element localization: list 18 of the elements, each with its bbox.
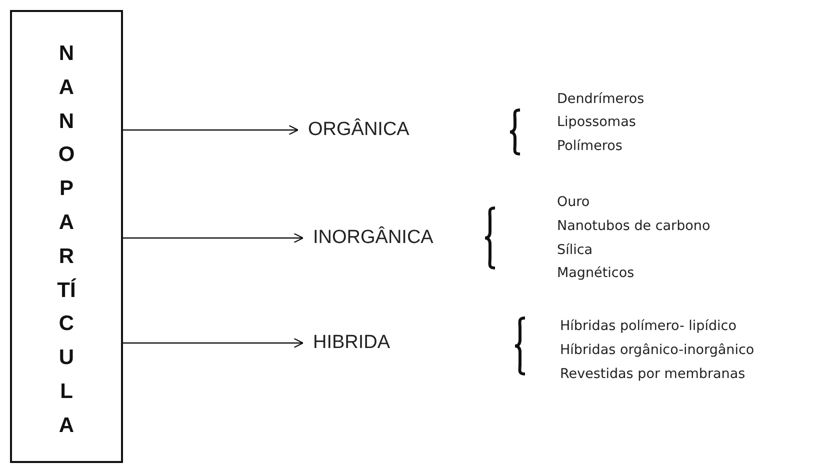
arrow bbox=[123, 232, 304, 244]
list-item: Ouro bbox=[557, 194, 590, 210]
arrow bbox=[123, 124, 299, 136]
list-item: Híbridas polímero- lipídico bbox=[560, 318, 736, 334]
list-item: Revestidas por membranas bbox=[560, 366, 746, 382]
list-item: Sílica bbox=[557, 242, 593, 258]
category-label: INORGÂNICA bbox=[313, 227, 434, 249]
list-item: Polímeros bbox=[557, 138, 622, 154]
list-item: Dendrímeros bbox=[557, 91, 644, 107]
title-box bbox=[10, 10, 123, 463]
list-item: Lipossomas bbox=[557, 114, 636, 130]
arrow bbox=[123, 338, 304, 348]
list-item: Híbridas orgânico-inorgânico bbox=[560, 342, 754, 358]
list-item: Nanotubos de carbono bbox=[557, 218, 710, 234]
category-label: HIBRIDA bbox=[313, 332, 390, 354]
list-item: Magnéticos bbox=[557, 265, 634, 281]
vertical-title: NANOPARTÍCULA bbox=[56, 41, 77, 439]
category-label: ORGÂNICA bbox=[308, 119, 410, 141]
